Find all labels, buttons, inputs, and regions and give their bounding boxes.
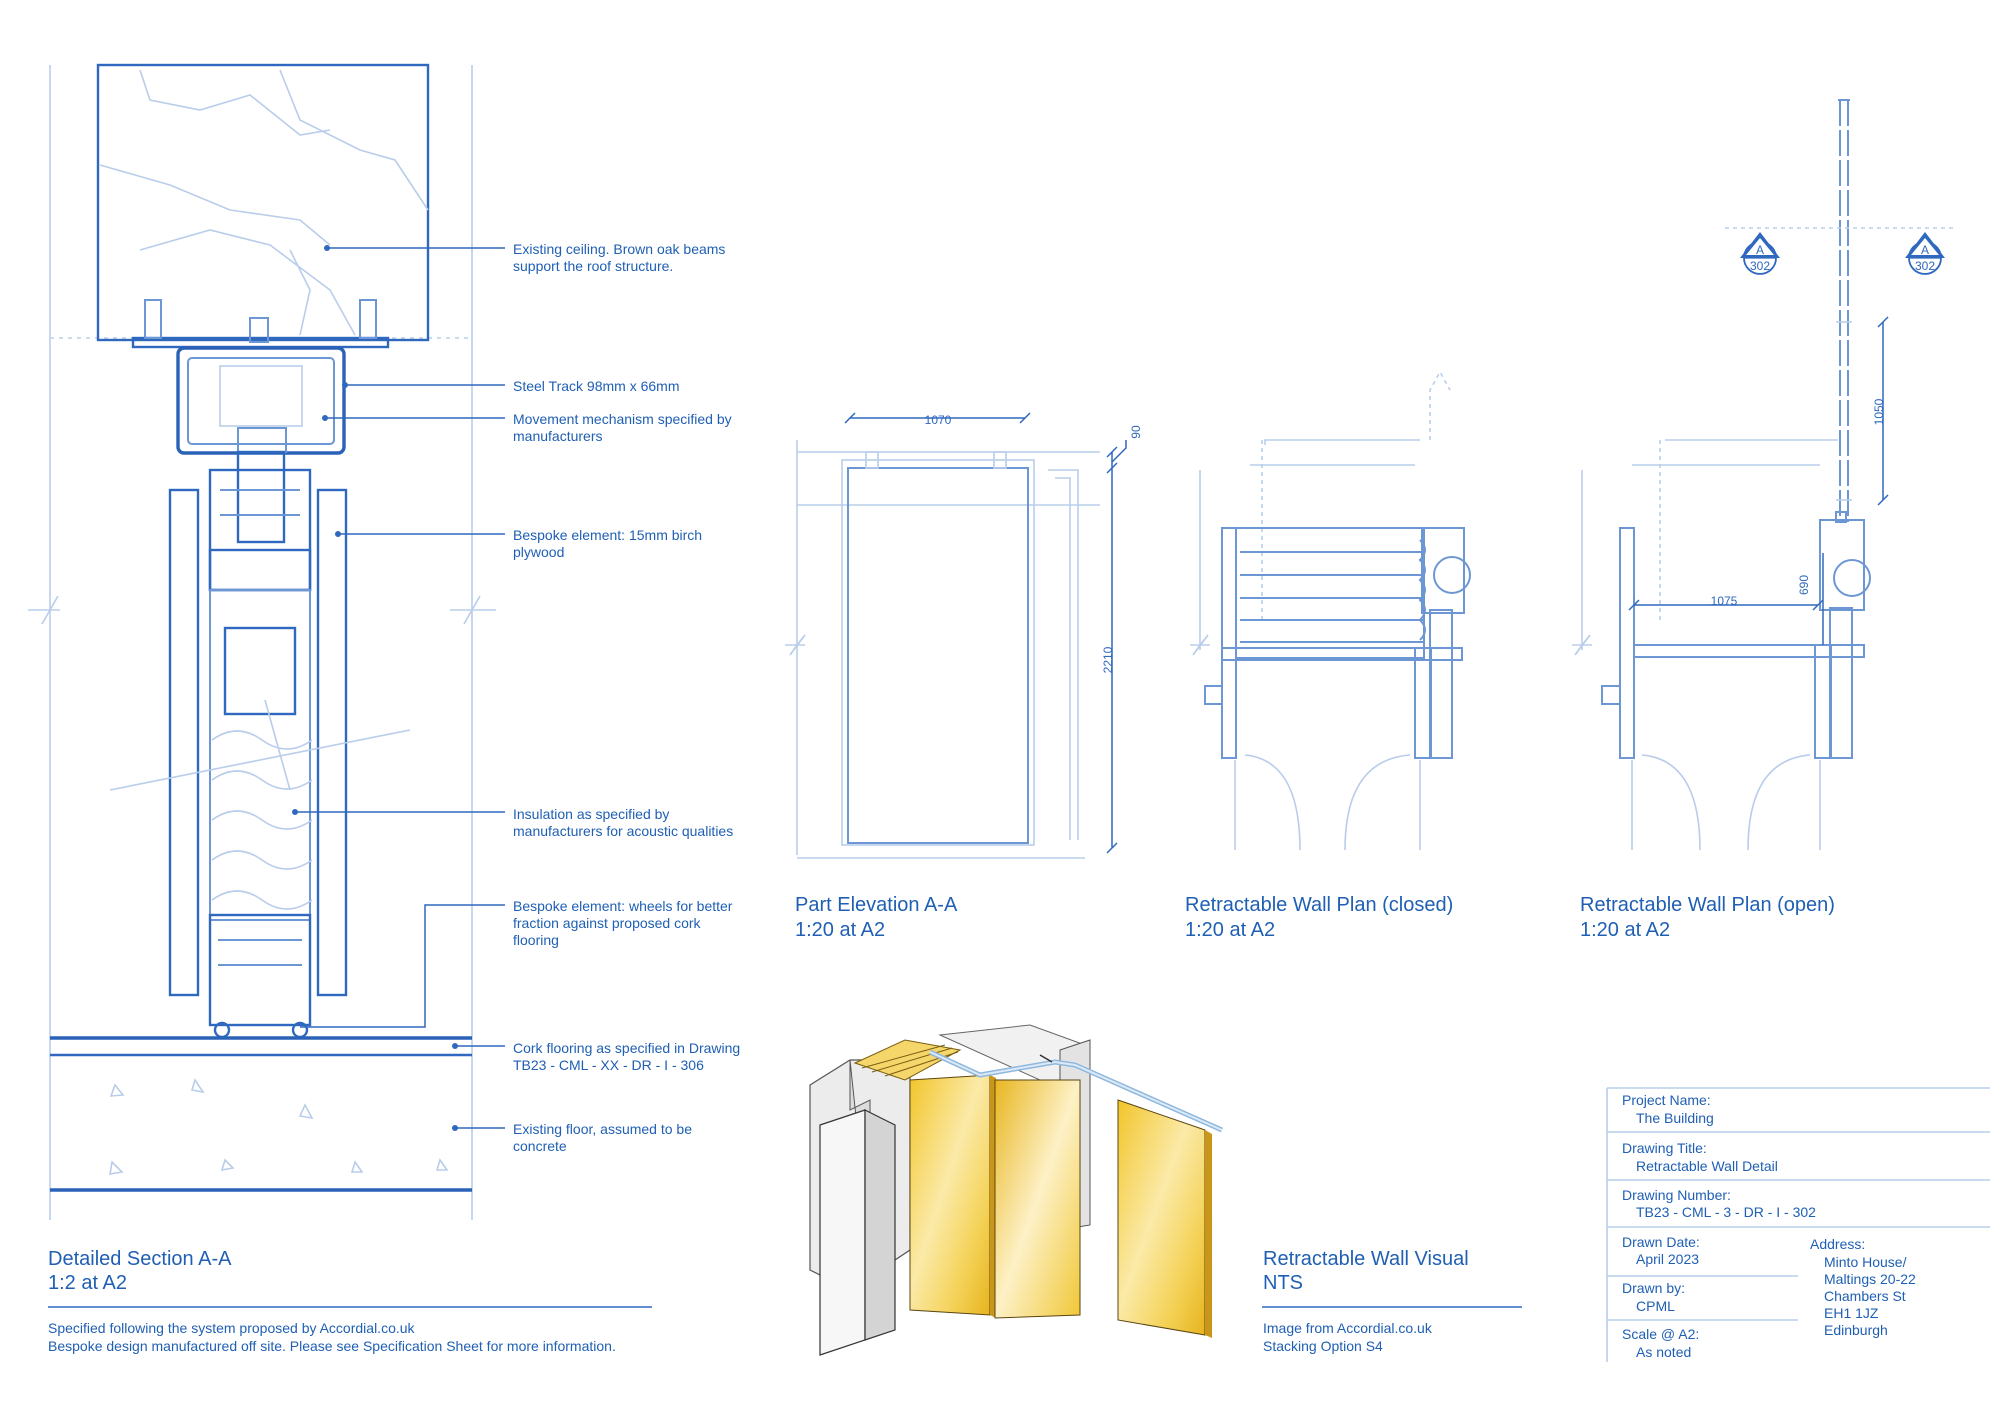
plan-open-drawing: 1050 1075 690 — [1572, 99, 1955, 851]
dim-1075: 1075 — [1711, 594, 1738, 608]
dim-1070: 1070 — [925, 413, 952, 427]
elevation-drawing: 1070 2210 90 — [785, 412, 1143, 859]
note-birch-plywood: Bespoke element: 15mm birch plywood — [513, 527, 703, 560]
scale-label: Scale @ A2: — [1622, 1326, 1700, 1342]
marker-number: 302 — [1750, 259, 1770, 273]
section-marker-left: A 302 — [1740, 232, 1780, 275]
drawn-by-label: Drawn by: — [1622, 1280, 1686, 1296]
visual-source-line1: Image from Accordial.co.uk — [1263, 1320, 1432, 1336]
project-name-value: The Building — [1636, 1110, 1714, 1126]
section-drawing — [28, 63, 496, 1220]
section-leaders — [292, 245, 505, 1131]
project-name-label: Project Name: — [1622, 1092, 1711, 1108]
drawing-number-value: TB23 - CML - 3 - DR - I - 302 — [1636, 1204, 1816, 1220]
marker-letter: A — [1921, 243, 1929, 257]
note-movement-mechanism: Movement mechanism specified by manufact… — [513, 411, 732, 444]
dim-1050: 1050 — [1872, 398, 1886, 425]
section-scale: 1:2 at A2 — [48, 1272, 127, 1294]
drawing-title-value: Retractable Wall Detail — [1636, 1158, 1778, 1174]
plan-closed-drawing — [1190, 370, 1471, 851]
drawn-date-label: Drawn Date: — [1622, 1234, 1700, 1250]
retractable-wall-visual — [809, 1024, 1224, 1356]
section-title: Detailed Section A-A — [48, 1248, 232, 1270]
drawing-number-label: Drawing Number: — [1622, 1187, 1731, 1203]
note-steel-track: Steel Track 98mm x 66mm — [513, 378, 680, 394]
note-wheels: Bespoke element: wheels for better fract… — [513, 898, 733, 948]
visual-scale: NTS — [1263, 1272, 1303, 1294]
visual-title: Retractable Wall Visual — [1263, 1248, 1469, 1270]
drawn-by-value: CPML — [1636, 1298, 1675, 1314]
elevation-title: Part Elevation A-A — [795, 894, 958, 916]
elevation-scale: 1:20 at A2 — [795, 919, 886, 941]
section-footer-line2: Bespoke design manufactured off site. Pl… — [48, 1338, 616, 1354]
dim-2210: 2210 — [1101, 646, 1115, 673]
dim-90: 90 — [1129, 425, 1143, 439]
drawn-date-value: April 2023 — [1636, 1251, 1700, 1267]
address-value: Minto House/ Maltings 20-22 Chambers St … — [1824, 1254, 1916, 1338]
title-block-frame — [1606, 1087, 1990, 1362]
plan-open-title: Retractable Wall Plan (open) — [1580, 894, 1835, 916]
scale-value: As noted — [1636, 1344, 1692, 1360]
dim-690: 690 — [1797, 575, 1811, 595]
section-footer-line1: Specified following the system proposed … — [48, 1320, 415, 1336]
plan-closed-title: Retractable Wall Plan (closed) — [1185, 894, 1454, 916]
marker-number: 302 — [1915, 259, 1935, 273]
note-cork-flooring: Cork flooring as specified in Drawing TB… — [513, 1040, 741, 1073]
plan-open-scale: 1:20 at A2 — [1580, 919, 1671, 941]
marker-letter: A — [1756, 243, 1764, 257]
section-marker-right: A 302 — [1905, 232, 1945, 275]
plan-closed-scale: 1:20 at A2 — [1185, 919, 1276, 941]
address-label: Address: — [1810, 1236, 1866, 1252]
note-insulation: Insulation as specified by manufacturers… — [513, 806, 734, 839]
drawing-title-label: Drawing Title: — [1622, 1140, 1707, 1156]
note-existing-floor: Existing floor, assumed to be concrete — [513, 1121, 692, 1154]
visual-source-line2: Stacking Option S4 — [1263, 1338, 1383, 1354]
note-existing-ceiling: Existing ceiling. Brown oak beams suppor… — [513, 241, 726, 274]
